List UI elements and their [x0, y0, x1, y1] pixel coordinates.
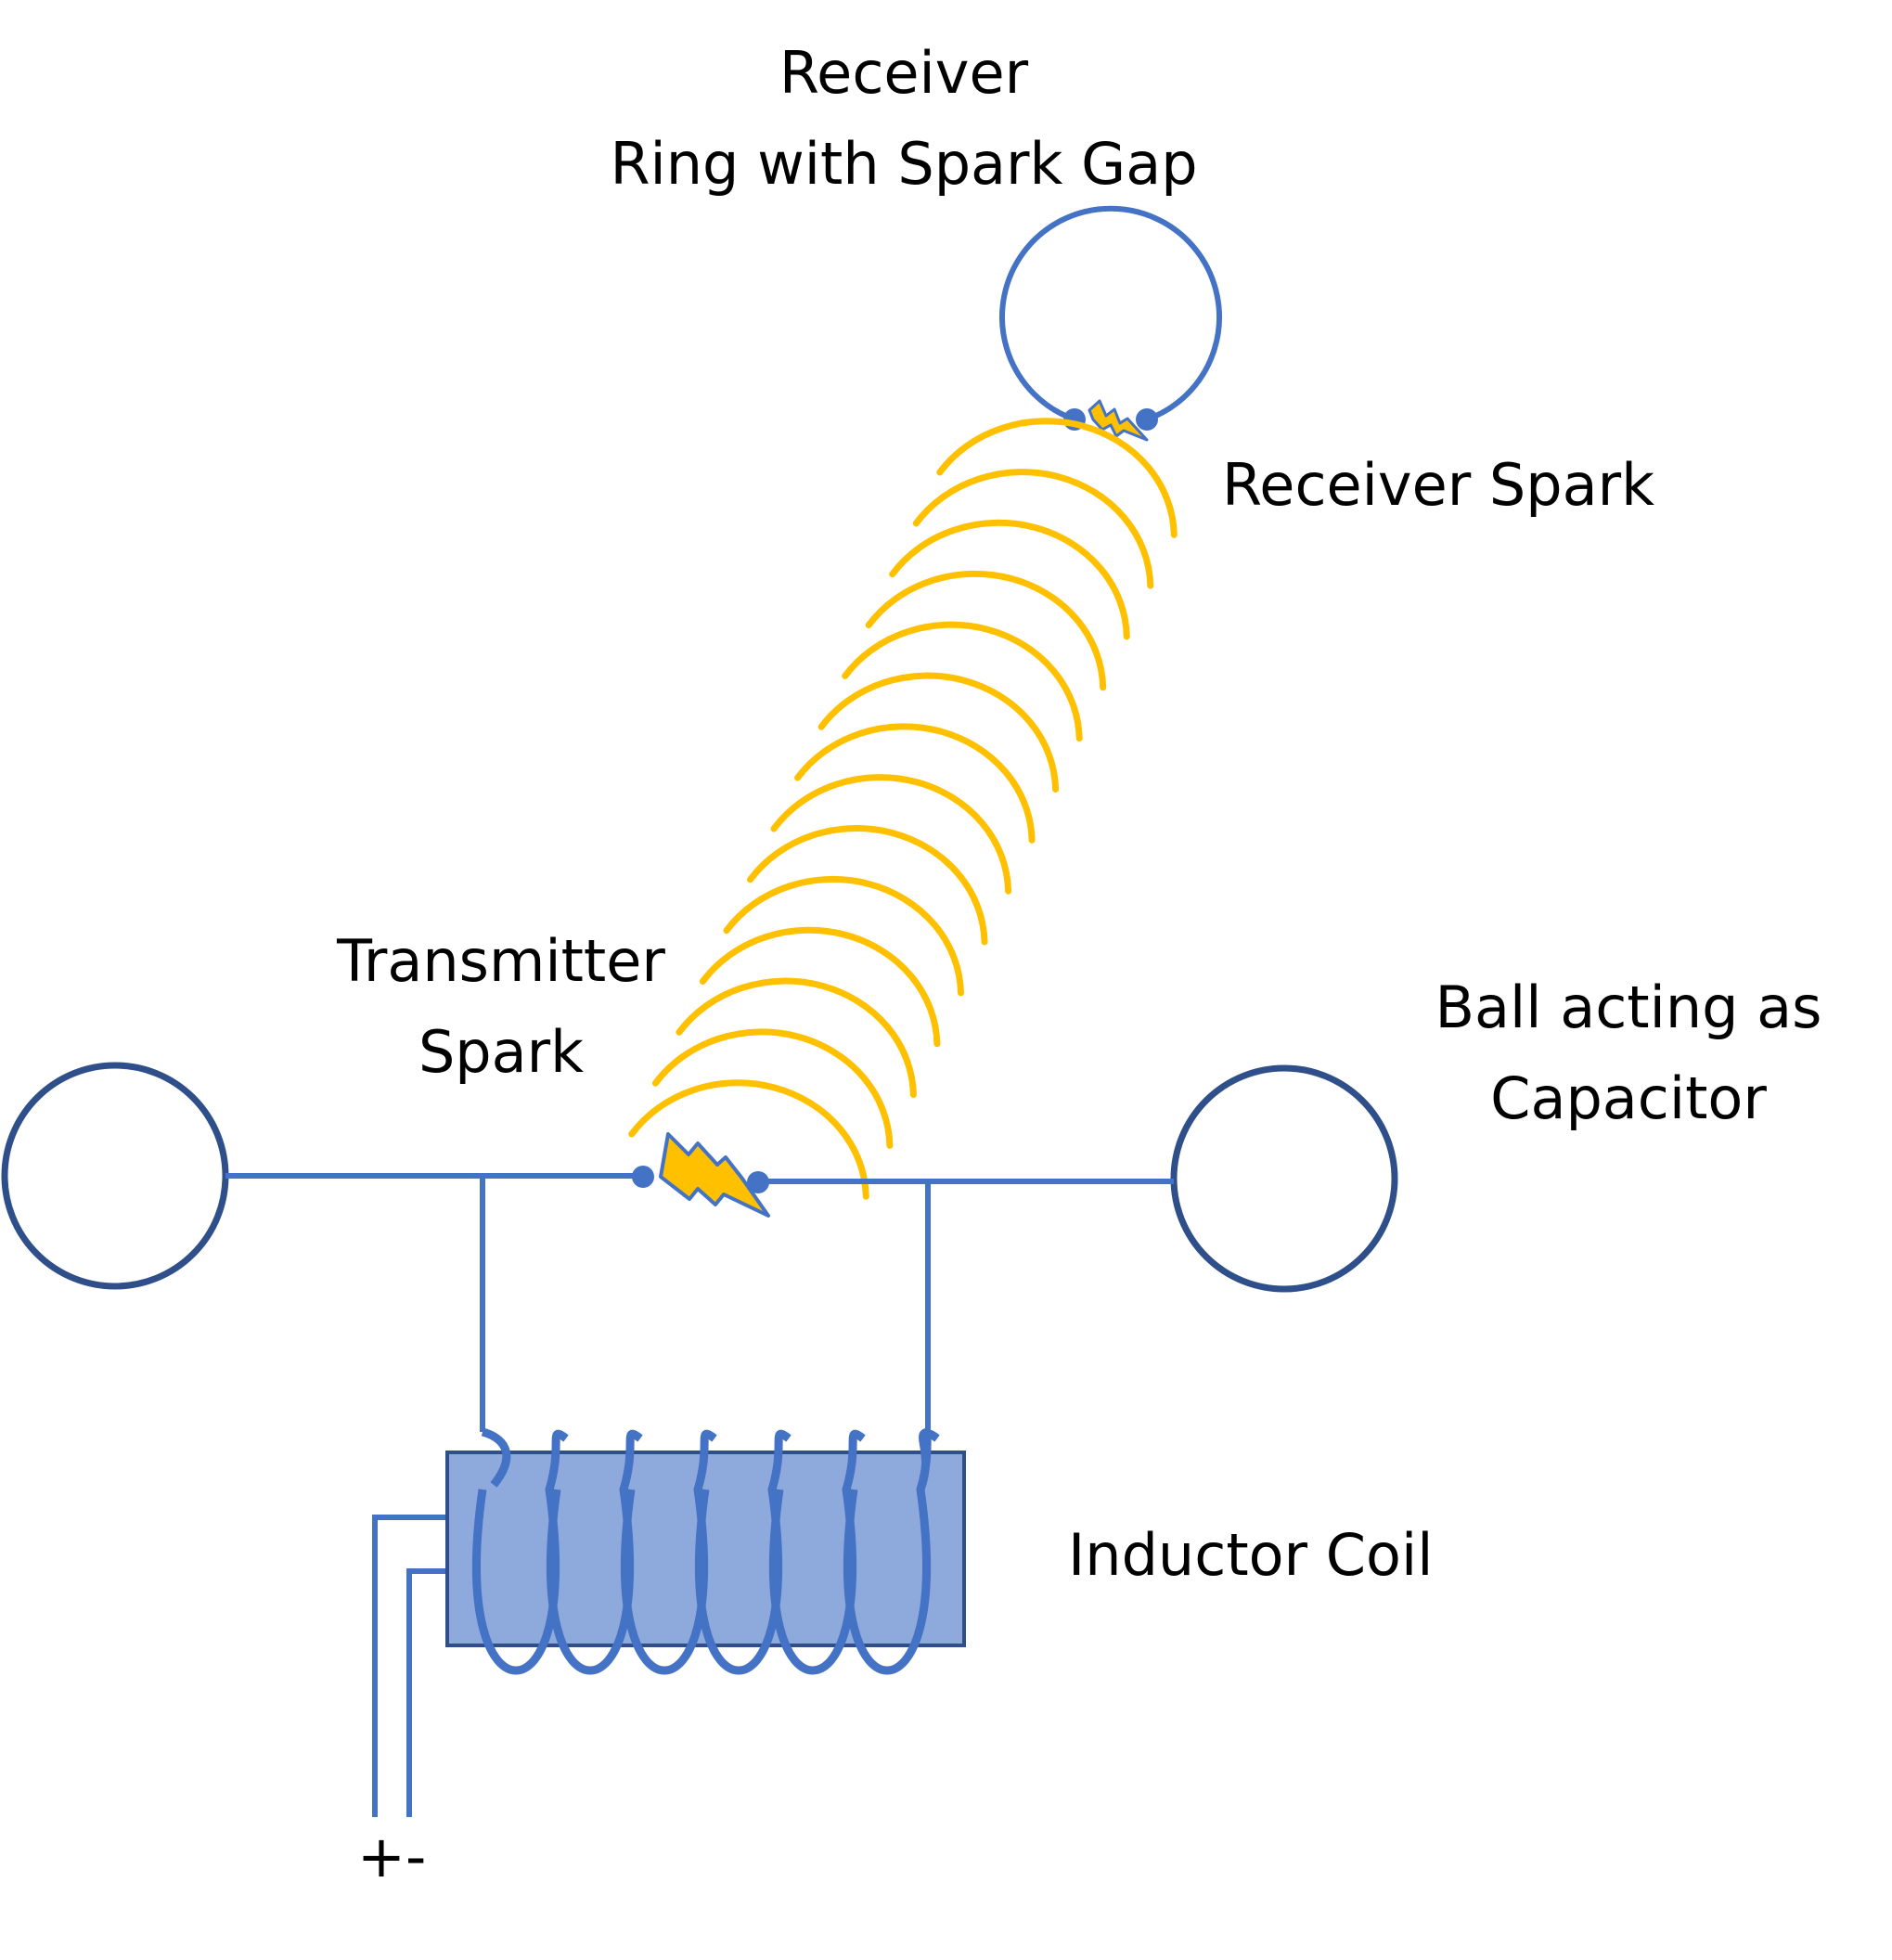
- wave-arc: [770, 774, 1012, 895]
- coil-lead-right: [916, 1427, 931, 1491]
- transmitter-spark-label: Transmitter Spark: [315, 933, 687, 1081]
- transmitter-gap-terminal-right: [747, 1171, 769, 1193]
- coil-loop: [472, 1429, 569, 1675]
- right-ball: [1170, 1064, 1398, 1293]
- receiver-gap-terminal-right: [1136, 408, 1158, 431]
- wave-arc: [651, 1028, 894, 1149]
- receiver-ring: [999, 205, 1222, 422]
- wave-arc: [699, 926, 941, 1048]
- inductor-coil-label: Inductor Coil: [1068, 1521, 1434, 1589]
- receiver-title-line2: Ring with Spark Gap: [610, 130, 1198, 198]
- wave-arc: [628, 1079, 869, 1200]
- coil-loop: [621, 1429, 717, 1675]
- wave-arc: [865, 570, 1107, 691]
- coil-loop: [769, 1429, 866, 1675]
- transmitter-spark-bolt: [659, 1132, 770, 1218]
- circuit-wires: [225, 1173, 1174, 1817]
- receiver-title: Receiver Ring with Spark Gap: [593, 45, 1215, 193]
- electromagnetic-waves: [628, 418, 1178, 1200]
- wave-arc: [842, 621, 1083, 742]
- inductor-coil-windings: [472, 1427, 940, 1675]
- wave-arc: [817, 672, 1060, 793]
- wave-arc: [889, 519, 1130, 640]
- wave-arc: [676, 977, 917, 1099]
- ball-capacitor-line2: Capacitor: [1490, 1064, 1767, 1132]
- coil-loop: [547, 1429, 643, 1675]
- wave-arc: [912, 469, 1154, 589]
- wave-arc: [936, 418, 1178, 538]
- wave-arc: [723, 875, 964, 997]
- coil-lead-left: [481, 1427, 511, 1488]
- transmitter-spark-line2: Spark: [418, 1018, 585, 1086]
- left-ball: [1, 1062, 229, 1290]
- ball-capacitor-line1: Ball acting as: [1435, 974, 1822, 1041]
- transmitter-gap-terminal-left: [632, 1166, 654, 1188]
- receiver-spark-label: Receiver Spark: [1222, 451, 1655, 519]
- ball-capacitor-label: Ball acting as Capacitor: [1410, 979, 1847, 1128]
- transmitter-spark-line1: Transmitter: [337, 927, 665, 995]
- receiver-title-line1: Receiver: [779, 39, 1029, 107]
- wave-arc: [794, 723, 1036, 844]
- polarity-label: +-: [357, 1823, 427, 1890]
- coil-loop: [695, 1429, 792, 1675]
- wave-arc: [747, 825, 988, 946]
